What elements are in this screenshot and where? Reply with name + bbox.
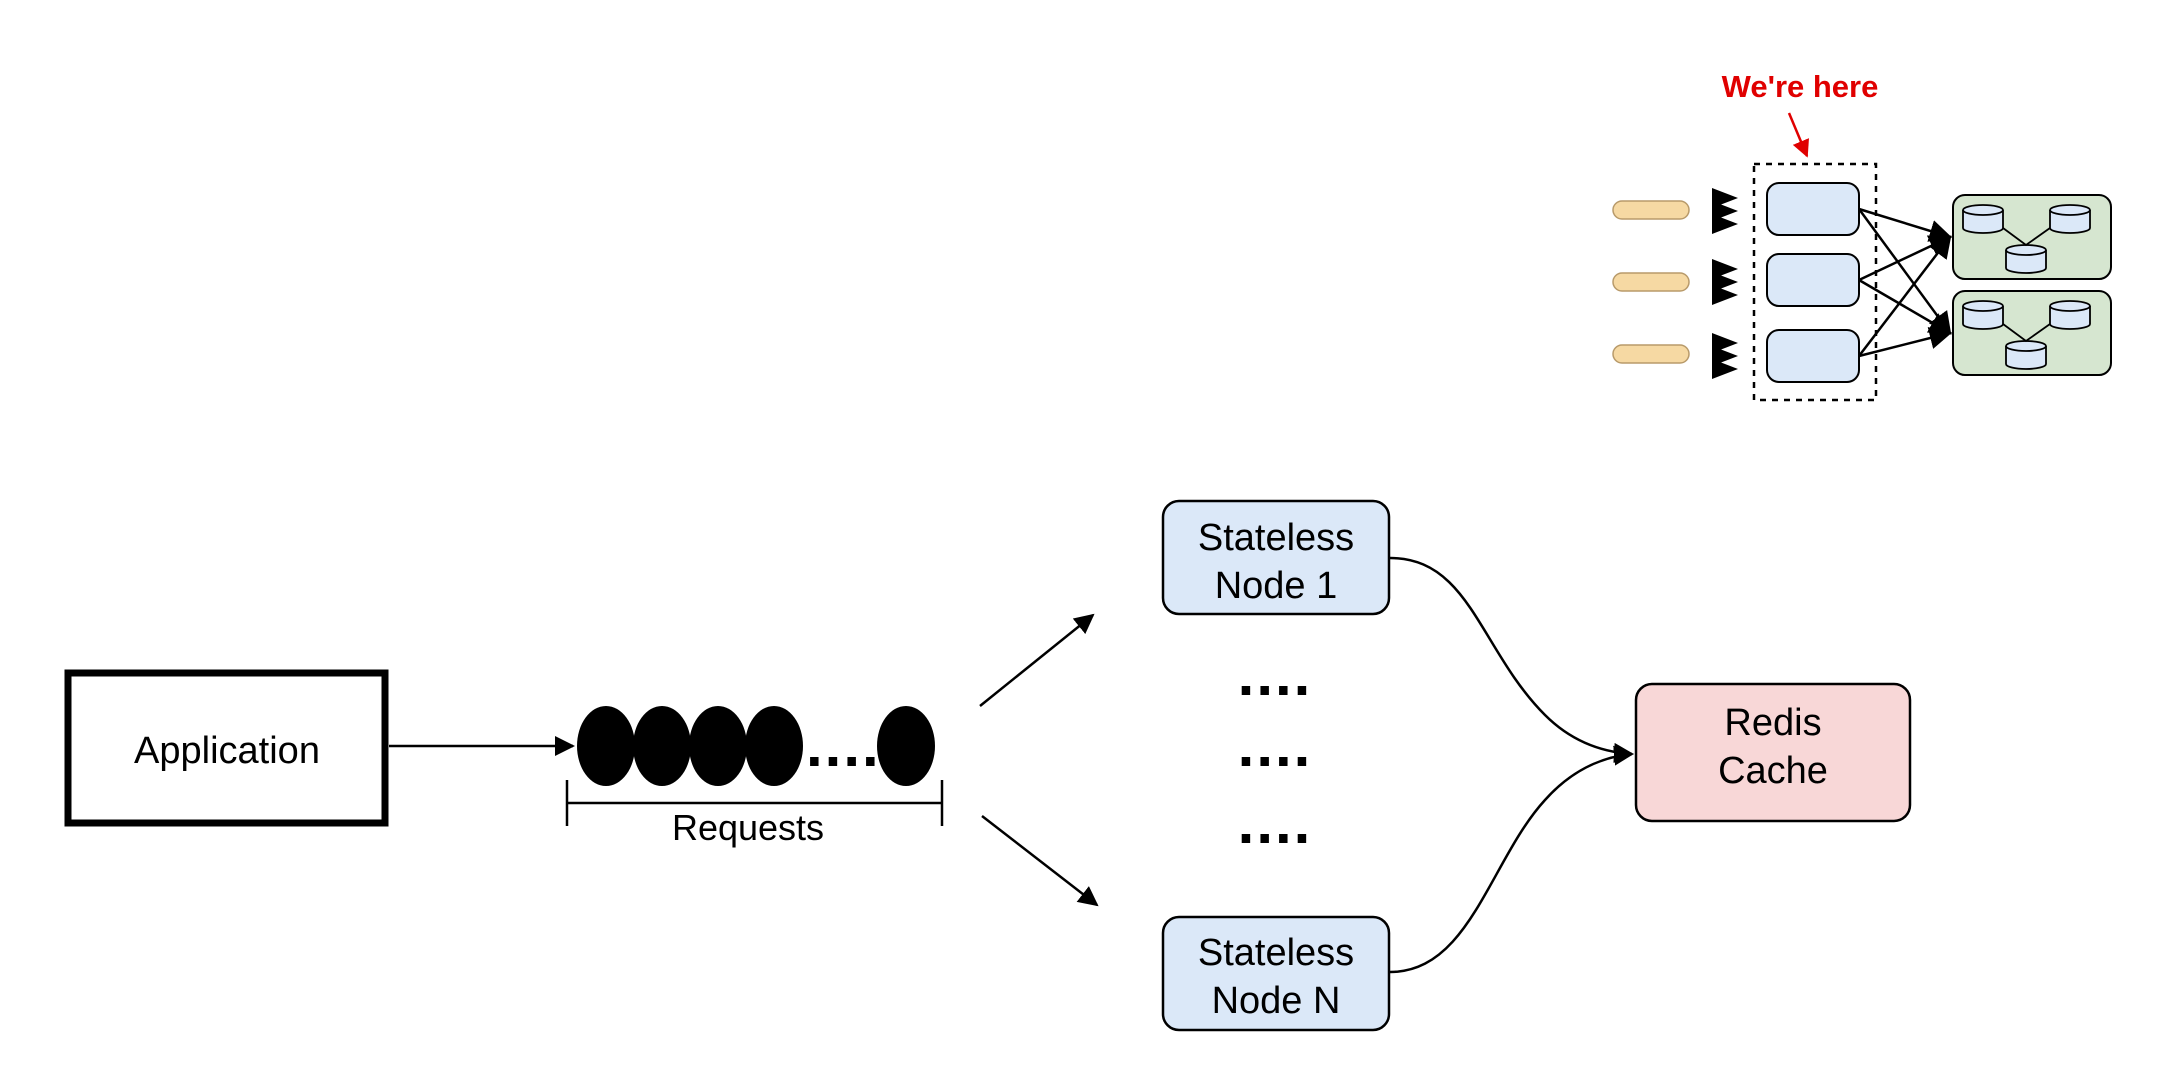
- mini-request-arrows: [1712, 188, 1738, 379]
- requests-label: Requests: [672, 807, 824, 848]
- node-n-line1: Stateless: [1198, 932, 1354, 974]
- node-ellipsis: ....: [1238, 641, 1313, 708]
- nodeN-to-redis-curve: [1389, 745, 1634, 974]
- database-icon: [1962, 204, 2091, 274]
- node-ellipsis: ....: [1238, 712, 1313, 779]
- redis-cache-box: Redis Cache: [1634, 682, 1912, 823]
- node-1-line1: Stateless: [1198, 517, 1354, 559]
- were-here-arrow: [1787, 112, 1809, 158]
- mini-node-db-arrows: [1857, 207, 1953, 358]
- request-ellipse: [577, 706, 635, 786]
- request-ellipse: [633, 706, 691, 786]
- database-icon: [1962, 300, 2091, 370]
- node-n-line2: Node N: [1212, 980, 1341, 1022]
- request-queue: .....: [577, 706, 935, 786]
- mini-client-pill: [1612, 200, 1690, 220]
- node1-to-redis-curve: [1389, 556, 1634, 763]
- architecture-minimap: We're here: [1612, 69, 2112, 402]
- redis-line1: Redis: [1724, 702, 1821, 744]
- fanout-arrow-top: [979, 613, 1095, 707]
- mini-stateless-node: [1766, 182, 1860, 236]
- request-ellipse: [689, 706, 747, 786]
- fanout-arrow-bottom: [981, 815, 1099, 907]
- node-1-line2: Node 1: [1215, 565, 1338, 607]
- requests-bracket: [565, 780, 944, 826]
- mini-stateless-node: [1766, 329, 1860, 383]
- application-label: Application: [134, 730, 320, 772]
- application-box: Application: [64, 669, 389, 827]
- were-here-label: We're here: [1722, 69, 1879, 104]
- node-ellipsis: ....: [1238, 789, 1313, 856]
- stateless-node-1: Stateless Node 1: [1161, 499, 1391, 616]
- request-ellipse: [745, 706, 803, 786]
- mini-client-pill: [1612, 272, 1690, 292]
- highlight-box: [1752, 162, 1878, 402]
- mini-stateless-node: [1766, 253, 1860, 307]
- request-ellipse: [877, 706, 935, 786]
- stateless-node-n: Stateless Node N: [1161, 915, 1391, 1032]
- mini-client-pill: [1612, 344, 1690, 364]
- redis-line2: Cache: [1718, 750, 1828, 792]
